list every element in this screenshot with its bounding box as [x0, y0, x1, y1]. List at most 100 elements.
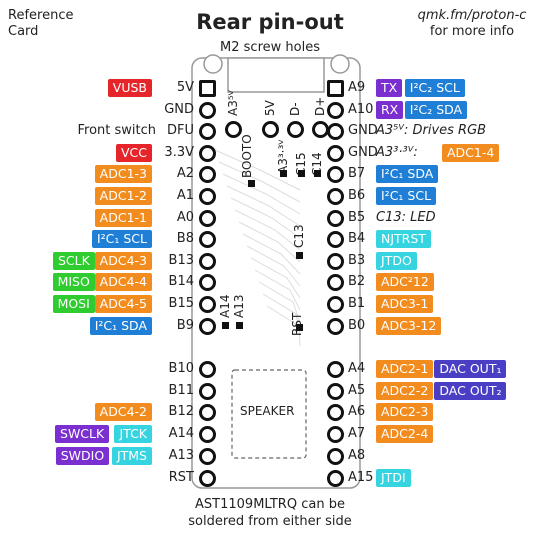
inner-pad-c13 [296, 252, 303, 259]
pin-hole [327, 274, 344, 292]
speaker-label: SPEAKER [240, 404, 295, 418]
pin-label: A0 [176, 209, 194, 225]
top-pin-label: A3⁵ⱽ [226, 90, 240, 116]
pin-function-tag: ADC2-1 [376, 360, 434, 378]
pin-function-tag: DAC OUT₁ [434, 360, 507, 378]
pin-function-tag: MOSI [52, 295, 95, 313]
pin-function-tag: I²C₁ SDA [376, 165, 439, 184]
pin-function-tag: I²C₂ SDA [404, 100, 468, 119]
pin-hole [327, 80, 344, 97]
pin-function-tag: ADC2-2 [376, 381, 434, 400]
top-pin-hole [262, 121, 279, 138]
pin-function-tag: JTDO [376, 251, 417, 270]
pin-label: A10 [348, 101, 374, 117]
pin-label: B0 [348, 317, 366, 333]
pin-label: B1 [348, 296, 366, 311]
top-pin-hole [225, 121, 242, 138]
pin-label: B2 [348, 274, 366, 290]
pin-label: A8 [348, 447, 366, 463]
pin-function-tag: ADC4-4 [94, 273, 152, 292]
pin-note: A3³·³ⱽ: [376, 144, 418, 160]
pin-hole [327, 404, 344, 422]
top-pin-label: 5V [263, 100, 277, 116]
top-pin-label: D- [288, 102, 302, 116]
pin-function-tag: ADC3-1 [376, 295, 434, 313]
pin-label: GND [348, 144, 378, 160]
pin-hole [199, 123, 216, 141]
pin-label: 3.3V [164, 144, 194, 160]
pin-hole [327, 188, 344, 205]
pin-label: DFU [166, 123, 194, 139]
booto-pad-label: BOOTO [240, 134, 254, 178]
inner-pad-a13 [236, 322, 243, 329]
pin-label: B15 [168, 296, 194, 311]
pin-label: B7 [348, 166, 366, 182]
pin-hole [199, 252, 216, 270]
pin-label: B9 [176, 317, 194, 333]
pin-hole [327, 447, 344, 465]
pin-label: B11 [168, 382, 194, 398]
pin-function-tag: JTDI [376, 468, 411, 487]
pin-note: Front switch [77, 123, 156, 139]
pin-hole [199, 447, 216, 465]
pin-label: B10 [168, 361, 194, 376]
pin-function-tag: ADC3-12 [376, 316, 442, 335]
page-title: Rear pin-out [196, 10, 344, 34]
pin-label: A13 [168, 447, 194, 463]
pin-hole [327, 296, 344, 313]
pin-hole [327, 317, 344, 335]
pin-function-tag: ADC1-3 [94, 165, 152, 184]
pin-label: A6 [348, 404, 366, 420]
pin-label: B5 [348, 209, 366, 225]
pin-hole [327, 144, 344, 162]
pin-hole [327, 382, 344, 400]
pin-function-tag: MISO [52, 273, 95, 292]
inner-pad-c14 [314, 170, 321, 177]
pin-function-tag: VCC [115, 143, 152, 162]
pin-label: A15 [348, 469, 374, 485]
pin-label: A7 [348, 426, 366, 442]
pin-label: A9 [348, 80, 366, 95]
pin-label: B13 [168, 252, 194, 268]
pin-function-tag: ADC1-4 [442, 143, 500, 162]
pin-hole [327, 361, 344, 378]
pin-function-tag: ADC2-3 [376, 403, 434, 422]
pin-function-tag: SWDIO [55, 446, 110, 465]
screw-holes-label: M2 screw holes [220, 40, 320, 55]
pin-label: B3 [348, 252, 366, 268]
pin-hole [199, 426, 216, 444]
pin-hole [199, 166, 216, 184]
pin-function-tag: I²C₂ SCL [404, 79, 465, 97]
pin-function-tag: ADC4-3 [94, 251, 152, 270]
pin-label: A4 [348, 361, 366, 376]
pin-hole [327, 209, 344, 227]
pin-function-tag: JTCK [114, 425, 152, 444]
pin-hole [199, 296, 216, 313]
pin-label: A2 [176, 166, 194, 182]
top-pin-hole [312, 121, 329, 138]
pin-function-tag: DAC OUT₂ [434, 381, 507, 400]
inner-pad-a3 [280, 170, 287, 177]
pin-hole [199, 317, 216, 335]
pin-hole [199, 188, 216, 205]
pin-hole [327, 252, 344, 270]
pin-function-tag: ADC4-5 [94, 295, 152, 313]
top-pin-label: D+ [313, 96, 327, 116]
pin-function-tag: VUSB [107, 79, 152, 97]
pin-label: A14 [168, 426, 194, 442]
pin-function-tag: NJTRST [376, 230, 431, 249]
pin-function-tag: ADC²12 [376, 273, 434, 292]
pin-function-tag: SWCLK [55, 425, 110, 444]
pin-hole [327, 231, 344, 249]
pin-function-tag: TX [376, 79, 403, 97]
pin-function-tag: ADC4-2 [94, 403, 152, 422]
pin-function-tag: I²C₁ SCL [91, 230, 152, 249]
pin-hole [199, 404, 216, 422]
pin-hole [199, 361, 216, 378]
pin-function-tag: I²C₁ SDA [89, 316, 152, 335]
pin-hole [327, 469, 344, 487]
